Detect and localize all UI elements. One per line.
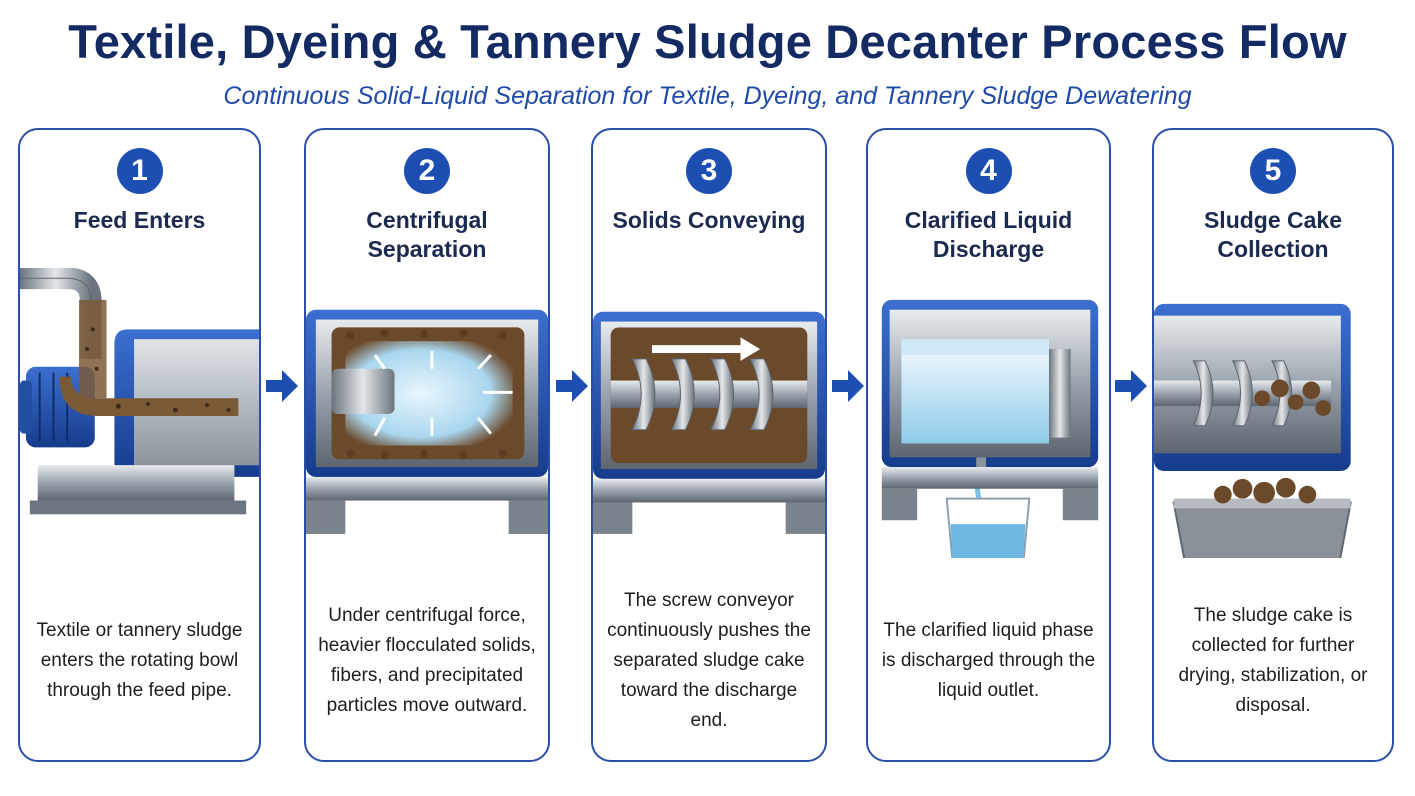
step-title: Centrifugal Separation bbox=[366, 207, 488, 262]
decanter-icon bbox=[593, 311, 825, 534]
decanter-icon bbox=[1154, 303, 1352, 558]
arrow-right-icon bbox=[556, 370, 588, 402]
decanter-icon bbox=[881, 299, 1099, 558]
step-description: The screw conveyor continuously pushes t… bbox=[607, 590, 811, 731]
step-title: Sludge Cake Collection bbox=[1203, 207, 1343, 262]
step-title: Solids Conveying bbox=[612, 207, 806, 233]
arrow-right-icon bbox=[1115, 370, 1147, 402]
step-card-solids-conveying: 3 Solids Conveying The screw conveyor co… bbox=[591, 128, 827, 762]
step-card-centrifugal-separation: 2 Centrifugal Separation Under centrifug… bbox=[304, 128, 550, 762]
cake-tray-icon bbox=[1172, 477, 1352, 558]
step-title: Feed Enters bbox=[73, 207, 206, 233]
step-card-clarified-liquid-discharge: 4 Clarified Liquid Discharge The clarifi… bbox=[866, 128, 1111, 762]
page-subtitle: Continuous Solid-Liquid Separation for T… bbox=[223, 82, 1192, 110]
arrow-right-icon bbox=[266, 370, 298, 402]
step-description: The clarified liquid phase is discharged… bbox=[881, 620, 1096, 701]
motor-icon bbox=[20, 366, 95, 448]
decanter-icon bbox=[20, 268, 259, 515]
decanter-icon bbox=[306, 309, 548, 534]
step-card-feed-enters: 1 Feed Enters Textile or tannery slud bbox=[18, 128, 261, 762]
screw-conveyor-icon bbox=[610, 358, 808, 431]
step-description: The sludge cake is collected for further… bbox=[1178, 605, 1368, 716]
step-description: Textile or tannery sludge enters the rot… bbox=[36, 620, 243, 701]
arrow-right-icon bbox=[832, 370, 864, 402]
page-title: Textile, Dyeing & Tannery Sludge Decante… bbox=[68, 15, 1347, 68]
step-number-badge: 1 bbox=[116, 148, 163, 194]
step-number-badge: 3 bbox=[686, 148, 732, 194]
step-number-badge: 2 bbox=[404, 148, 450, 194]
step-number-badge: 4 bbox=[965, 148, 1012, 194]
step-title: Clarified Liquid Discharge bbox=[904, 207, 1073, 262]
beaker-icon bbox=[945, 497, 1031, 558]
step-description: Under centrifugal force, heavier floccul… bbox=[318, 605, 536, 716]
step-number-badge: 5 bbox=[1250, 148, 1296, 194]
step-card-sludge-cake-collection: 5 Sludge Cake Collection The sludge cake… bbox=[1152, 128, 1394, 762]
